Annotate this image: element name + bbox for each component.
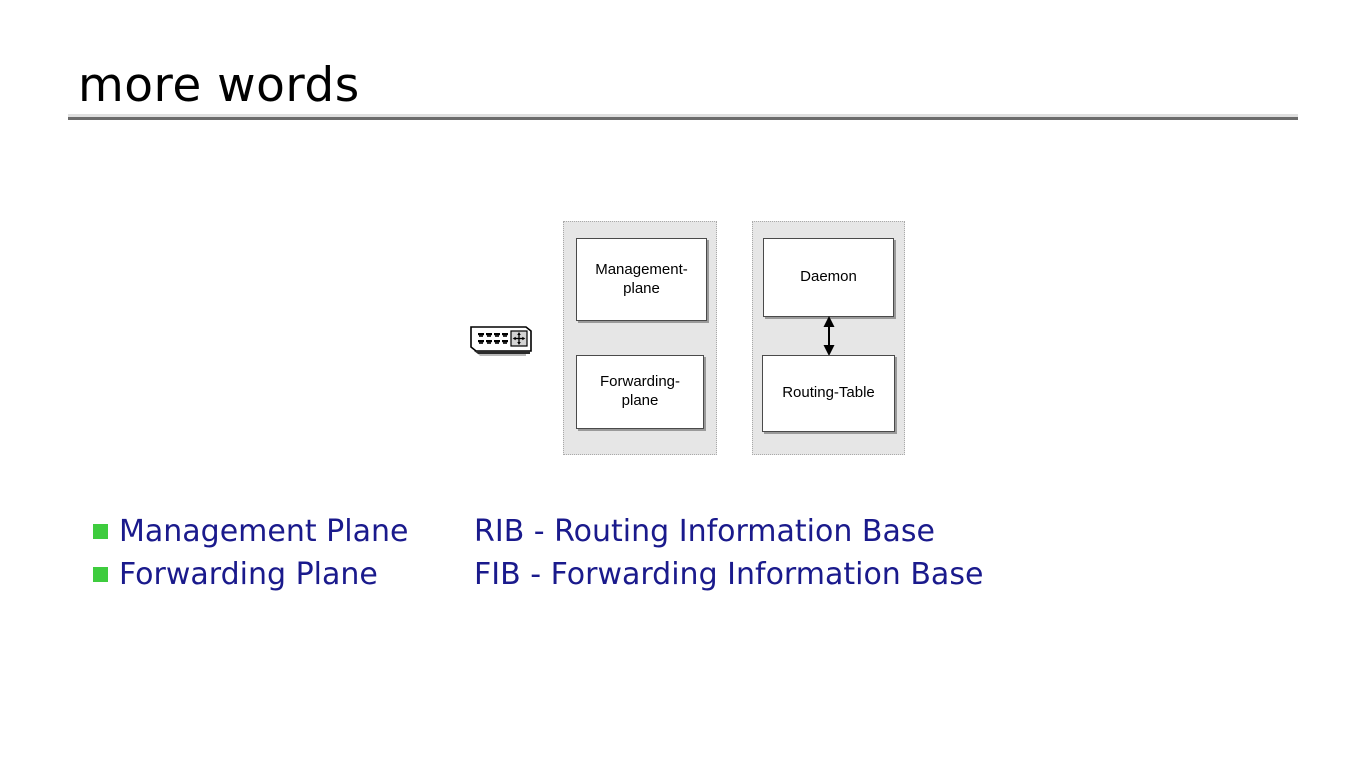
title-divider-line <box>68 117 1298 120</box>
bullet-label: Management Plane <box>119 513 409 549</box>
diagram-box-label-line1: Forwarding- <box>599 373 681 391</box>
title-divider <box>68 114 1298 120</box>
acronym-list: RIB - Routing Information Base FIB - For… <box>474 510 983 596</box>
diagram-box-routing-table: Routing-Table <box>762 355 895 432</box>
diagram-box-label-line1: Management- <box>595 260 688 278</box>
bullet-label: Forwarding Plane <box>119 556 378 592</box>
diagram-box-label-line2: plane <box>621 392 659 409</box>
list-item: FIB - Forwarding Information Base <box>474 553 983 596</box>
list-item: RIB - Routing Information Base <box>474 510 983 553</box>
diagram-box-daemon: Daemon <box>763 238 894 317</box>
diagram-box-label: Daemon <box>800 268 857 286</box>
diagram-box-label: Routing-Table <box>782 384 875 402</box>
bullet-square-icon <box>93 524 108 539</box>
page-title: more words <box>78 58 360 113</box>
diagram-box-label: Forwarding- plane <box>600 373 680 411</box>
diagram-box-label: Management- plane <box>595 261 688 299</box>
list-item: Management Plane <box>93 510 493 553</box>
double-headed-arrow-icon <box>818 316 840 356</box>
acronym-label-rib: RIB - Routing Information Base <box>474 513 935 549</box>
list-item: Forwarding Plane <box>93 553 493 596</box>
bullet-square-icon <box>93 567 108 582</box>
diagram-box-forwarding-plane: Forwarding- plane <box>576 355 704 429</box>
bullet-list: Management Plane Forwarding Plane <box>93 510 493 596</box>
diagram-box-label-line2: plane <box>623 279 660 297</box>
diagram-box-management-plane: Management- plane <box>576 238 707 321</box>
network-switch-icon <box>468 325 534 358</box>
title-divider-highlight <box>68 114 1298 117</box>
acronym-label-fib: FIB - Forwarding Information Base <box>474 556 984 592</box>
